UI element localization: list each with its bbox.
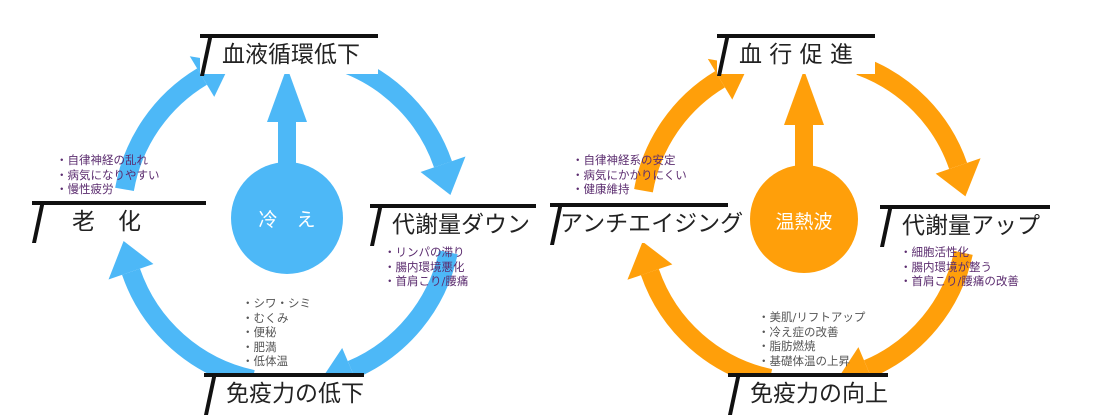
note-item: 首肩こり/腰痛の改善	[900, 274, 1019, 289]
node-immunity-improvement: 免疫力の向上	[728, 373, 888, 415]
node-label: 免疫力の向上	[750, 381, 888, 407]
note-item: 便秘	[242, 325, 311, 340]
label-slash	[728, 373, 741, 415]
arrowhead-icon	[627, 241, 673, 280]
cycle-arc	[856, 56, 968, 170]
note-item: 美肌/リフトアップ	[758, 310, 866, 325]
label-slash	[880, 205, 893, 247]
note-item: 細胞活性化	[900, 245, 1019, 260]
node-label: 免疫力の低下	[226, 381, 364, 407]
label-slash	[370, 204, 383, 246]
notes-left-warm: 自律神経系の安定 病気にかかりにくい 健康維持	[572, 153, 687, 197]
center-circle	[231, 162, 343, 274]
node-anti-aging: アンチエイジング	[550, 203, 743, 245]
center-arrowhead-icon	[267, 67, 307, 122]
note-item: 脂肪燃焼	[758, 339, 865, 354]
arrowhead-icon	[935, 158, 981, 197]
cycle-arc	[640, 268, 773, 388]
note-item: 基礎体温の上昇	[758, 354, 865, 369]
node-label: 代謝量ダウン	[392, 212, 530, 238]
node-label: アンチエイジング	[560, 211, 744, 237]
node-aging: 老 化	[32, 201, 206, 243]
center-label-warm: 温熱波	[775, 211, 833, 233]
note-item: 低体温	[242, 354, 311, 369]
label-slash	[32, 201, 45, 243]
node-blood-flow-promotion: 血 行 促 進	[717, 34, 875, 76]
node-label: 老 化	[72, 209, 141, 235]
notes-bottom-cold: シワ・シミ むくみ 便秘 肥満 低体温	[242, 296, 312, 369]
notes-left-cold: 自律神経の乱れ 病気になりやすい 慢性疲労	[56, 153, 160, 197]
node-label: 血液循環低下	[222, 42, 360, 68]
label-slash	[200, 34, 213, 76]
node-metabolism-up: 代謝量アップ	[880, 205, 1050, 247]
note-item: 病気にかかりにくい	[572, 168, 687, 183]
label-slash	[717, 34, 730, 76]
center-circle	[750, 165, 858, 273]
note-item: 自律神経系の安定	[572, 153, 687, 168]
cycle-arc	[122, 268, 255, 389]
note-item: 腸内環境悪化	[384, 260, 468, 275]
note-item: 慢性疲労	[56, 182, 160, 197]
label-slash	[204, 373, 217, 415]
center-arrowhead-icon	[784, 70, 824, 125]
note-item: リンパの滞り	[384, 245, 468, 260]
note-item: シワ・シミ	[242, 296, 312, 311]
note-item: 首肩こり/腰痛	[384, 274, 469, 289]
node-blood-circulation-decline: 血液循環低下	[200, 34, 378, 76]
arrowhead-icon	[108, 240, 154, 280]
arrowhead-icon	[420, 156, 466, 196]
notes-right-cold: リンパの滞り 腸内環境悪化 首肩こり/腰痛	[384, 245, 469, 289]
note-item: 自律神経の乱れ	[56, 153, 160, 168]
note-item: 肥満	[242, 340, 311, 355]
node-immunity-decline: 免疫力の低下	[204, 373, 364, 415]
node-label: 血 行 促 進	[739, 42, 853, 68]
note-item: 腸内環境が整う	[900, 260, 1019, 275]
note-item: むくみ	[242, 311, 311, 326]
cycle-arc	[340, 54, 452, 168]
note-item: 病気になりやすい	[56, 168, 160, 183]
note-item: 冷え症の改善	[758, 325, 865, 340]
notes-bottom-warm: 美肌/リフトアップ 冷え症の改善 脂肪燃焼 基礎体温の上昇	[758, 310, 866, 369]
note-item: 健康維持	[572, 182, 687, 197]
center-label-cold: 冷 え	[258, 209, 316, 231]
node-label: 代謝量アップ	[902, 213, 1040, 239]
node-metabolism-down: 代謝量ダウン	[370, 204, 536, 246]
notes-right-warm: 細胞活性化 腸内環境が整う 首肩こり/腰痛の改善	[900, 245, 1019, 289]
